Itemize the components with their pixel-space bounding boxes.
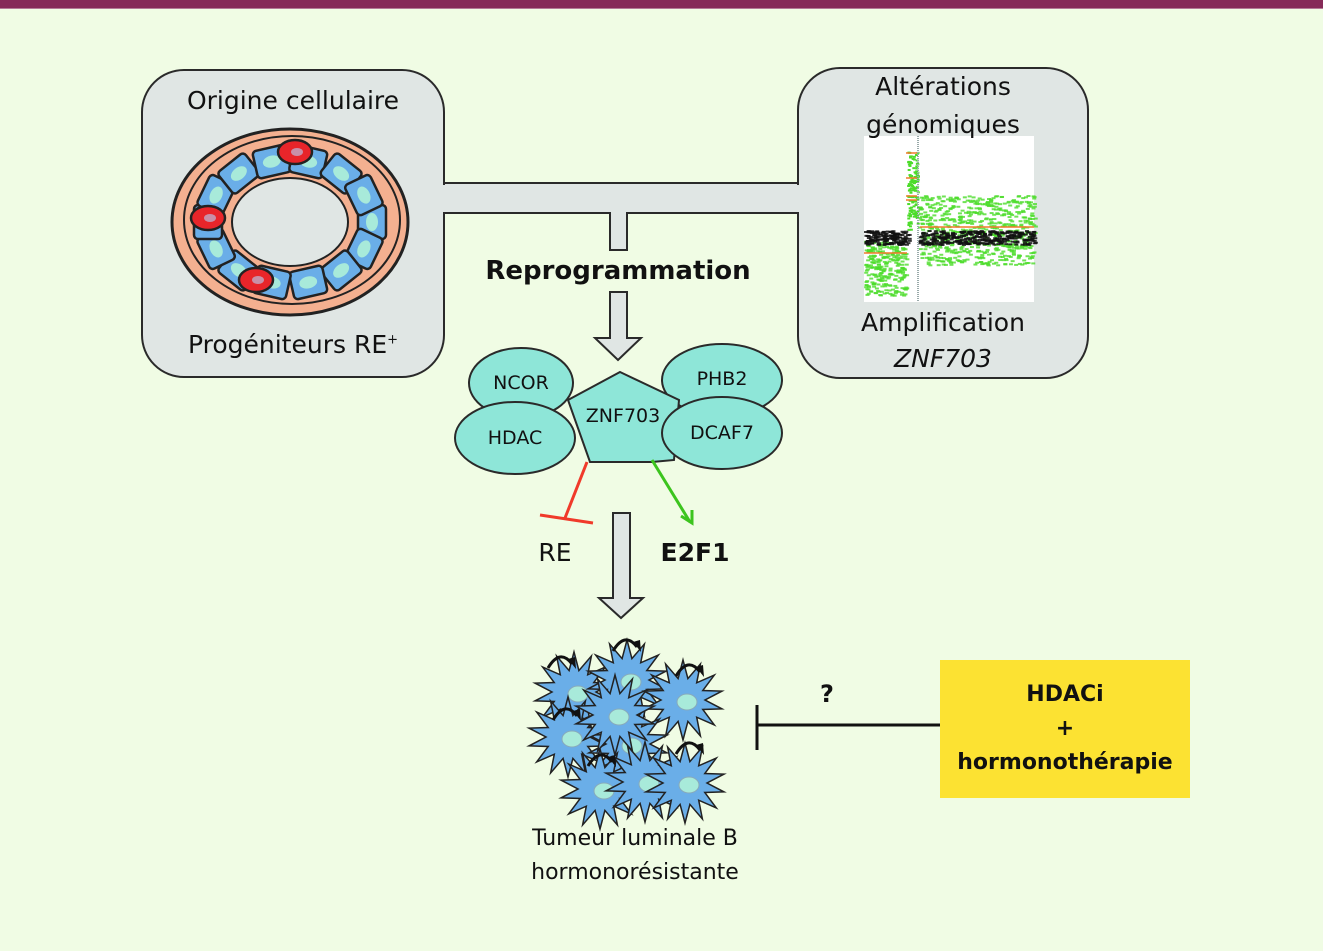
cell-nucleus bbox=[333, 166, 350, 181]
cell-nucleus bbox=[262, 155, 281, 168]
right-panel-gene: ZNF703 bbox=[894, 344, 992, 373]
header-bar bbox=[0, 0, 1323, 9]
progenitor-label: Progéniteurs RE bbox=[187, 330, 388, 359]
inhibition-arrow-re bbox=[539, 461, 594, 525]
therapy-inhibition-arrow bbox=[755, 705, 940, 750]
hdac-protein bbox=[454, 401, 576, 475]
proliferation-arrow bbox=[586, 753, 614, 767]
cell-nucleus bbox=[209, 186, 223, 204]
right-panel-caption: Amplification bbox=[861, 308, 1025, 337]
cell-nucleus bbox=[357, 186, 371, 204]
uncertainty-label: ? bbox=[820, 680, 834, 708]
activation-arrow-e2f1 bbox=[650, 459, 694, 526]
progenitor-nucleus bbox=[204, 214, 216, 222]
mammary-duct-illustration bbox=[170, 127, 410, 317]
down-arrow-reprogramming bbox=[592, 291, 644, 362]
dcaf7-protein bbox=[661, 396, 783, 470]
therapy-line-1: HDACi bbox=[1026, 682, 1104, 707]
e2f1-target-label: E2F1 bbox=[660, 538, 730, 567]
copy-number-plot bbox=[864, 136, 1038, 302]
tumor-nucleus bbox=[561, 730, 583, 748]
proliferation-arrowhead bbox=[568, 657, 576, 669]
tumor-cell bbox=[641, 657, 725, 743]
tumor-caption-1: Tumeur luminale B bbox=[532, 826, 738, 851]
left-panel-title: Origine cellulaire bbox=[186, 86, 400, 115]
tumor-cell bbox=[573, 672, 657, 758]
proliferation-arrowhead bbox=[608, 755, 616, 767]
proliferation-arrow bbox=[674, 741, 702, 755]
cell-nucleus bbox=[333, 263, 350, 278]
proliferating-tumor-cells bbox=[526, 637, 727, 832]
tumor-nucleus bbox=[608, 708, 630, 726]
luminal-cell bbox=[343, 173, 384, 217]
cell-nucleus bbox=[366, 213, 378, 231]
proliferation-arrow bbox=[611, 638, 639, 652]
cell-nucleus bbox=[230, 166, 247, 181]
luminal-cell bbox=[319, 249, 363, 292]
proliferation-arrowhead bbox=[696, 743, 704, 755]
right-panel-title-1: Altérations bbox=[875, 72, 1011, 101]
process-label: Reprogrammation bbox=[485, 256, 751, 286]
left-panel-caption: Progéniteurs RE+ bbox=[142, 330, 444, 359]
merge-connector bbox=[439, 182, 801, 251]
proliferation-arrow bbox=[546, 655, 574, 669]
tumor-nucleus bbox=[678, 776, 700, 794]
progenitor-nucleus bbox=[252, 276, 264, 284]
duct-lumen bbox=[231, 177, 349, 267]
phb2-label: PHB2 bbox=[696, 368, 748, 390]
protein-complex bbox=[454, 343, 783, 475]
therapy-line-3: hormonothérapie bbox=[957, 750, 1173, 775]
hdac-label: HDAC bbox=[487, 427, 543, 449]
proliferation-arrow bbox=[551, 707, 579, 721]
down-arrow-tumor bbox=[596, 512, 646, 620]
progenitor-nucleus bbox=[291, 148, 303, 156]
proliferation-arrowhead bbox=[633, 640, 641, 652]
luminal-cell bbox=[288, 264, 329, 301]
tumor-nucleus bbox=[676, 693, 698, 711]
therapy-line-2: + bbox=[1055, 716, 1075, 741]
cell-nucleus bbox=[357, 240, 371, 258]
tumor-caption-2: hormonorésistante bbox=[531, 860, 739, 885]
ncor-label: NCOR bbox=[493, 372, 549, 394]
cell-nucleus bbox=[299, 276, 318, 289]
cell-nucleus bbox=[209, 240, 223, 258]
tumor-cell bbox=[643, 740, 727, 826]
dcaf7-label: DCAF7 bbox=[690, 422, 754, 444]
progenitor-sup: + bbox=[387, 332, 399, 348]
tumor-nucleus bbox=[567, 685, 589, 703]
proliferation-arrowhead bbox=[696, 665, 704, 677]
right-panel-title-2: génomiques bbox=[866, 110, 1020, 139]
re-target-label: RE bbox=[538, 538, 572, 567]
therapy-box: HDACi + hormonothérapie bbox=[940, 660, 1190, 798]
znf703-label: ZNF703 bbox=[585, 405, 661, 427]
proliferation-arrow bbox=[674, 663, 702, 677]
proliferation-arrowhead bbox=[573, 709, 581, 721]
luminal-cell bbox=[217, 152, 261, 195]
